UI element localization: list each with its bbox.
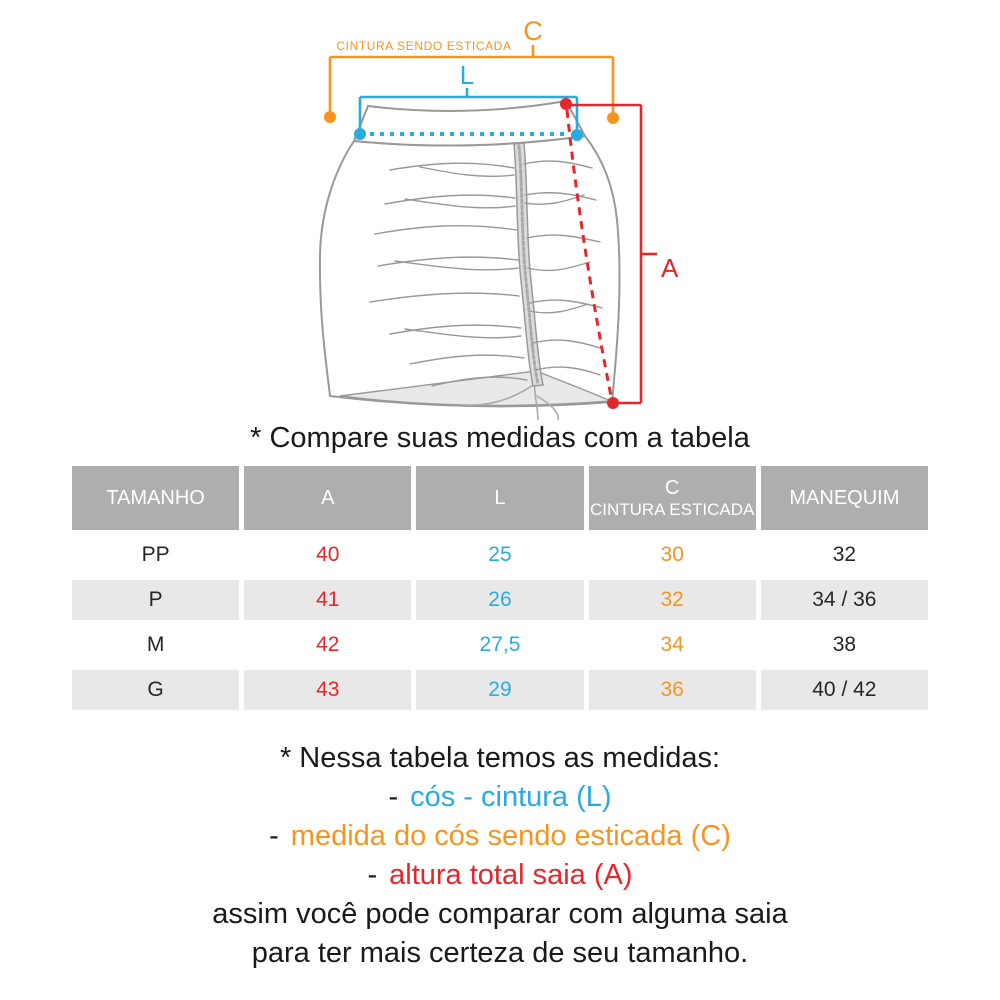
notes-outro-line2: para ter mais certeza de seu tamanho. [251,937,749,969]
skirt-measurement-diagram: C CINTURA SENDO ESTICADA L [0,0,1000,420]
cintura-esticada-label: CINTURA SENDO ESTICADA [336,39,511,53]
cell-a: 43 [244,670,412,710]
note-c-text: medida do cós sendo esticada (C) [290,820,731,852]
cell-manequim: 32 [760,535,928,575]
gather-lines-left [369,162,528,387]
skirt-hem-shade [339,370,612,407]
measure-c-bracket [324,45,619,124]
note-dash: - [367,859,378,891]
col-header-l: L [416,466,584,530]
note-l-text: cós - cintura (L) [410,781,612,813]
cell-size: PP [72,535,240,575]
cell-manequim: 34 / 36 [760,580,928,620]
notes-outro-line1: assim você pode comparar com alguma saia [212,898,788,930]
cell-l: 29 [416,670,584,710]
cell-l: 27,5 [416,625,584,665]
measure-a-bracket [560,98,657,409]
cell-c: 32 [588,580,756,620]
cell-c: 34 [588,625,756,665]
note-measure-c: -medida do cós sendo esticada (C) [0,817,1000,856]
cell-size: P [72,580,240,620]
cell-l: 26 [416,580,584,620]
table-row-g: G 43 29 36 40 / 42 [72,670,928,710]
cell-manequim: 38 [760,625,928,665]
a-endpoint-dot-bottom [607,397,619,409]
l-endpoint-dot-left [354,128,366,140]
gather-lines-right [523,160,603,376]
cell-c: 30 [588,535,756,575]
cell-size: G [72,670,240,710]
c-endpoint-dot-left [324,111,336,123]
col-header-c-subtitle: CINTURA ESTICADA [589,499,755,519]
cell-a: 42 [244,625,412,665]
a-dashed-line [565,109,613,397]
skirt-diagram-svg: C CINTURA SENDO ESTICADA L [318,16,679,420]
skirt-waistband [352,99,587,147]
cell-size: M [72,625,240,665]
skirt-body-outline [318,134,621,408]
skirt-drawing [318,99,621,420]
note-measure-a: -altura total saia (A) [0,856,1000,895]
l-endpoint-dot-right [571,129,583,141]
a-measure-label: A [661,253,679,283]
size-table: TAMANHO A L C CINTURA ESTICADA MANEQUIM … [67,461,933,715]
col-header-tamanho: TAMANHO [72,466,240,530]
col-header-c: C CINTURA ESTICADA [588,466,756,530]
note-measure-l: -cós - cintura (L) [0,778,1000,817]
col-header-a: A [244,466,412,530]
col-header-manequim: MANEQUIM [760,466,928,530]
notes-intro: * Nessa tabela temos as medidas: [279,742,721,774]
cell-manequim: 40 / 42 [760,670,928,710]
col-header-c-letter: C [664,476,680,499]
notes-block: * Nessa tabela temos as medidas: -cós - … [0,739,1000,973]
cell-a: 41 [244,580,412,620]
note-dash: - [269,820,279,852]
cell-l: 25 [416,535,584,575]
c-endpoint-dot-right [607,112,619,124]
skirt-seam-texture [517,144,540,386]
a-endpoint-dot-top [560,98,572,110]
note-a-text: altura total saia (A) [389,859,633,891]
table-row-m: M 42 27,5 34 38 [72,625,928,665]
cell-a: 40 [244,535,412,575]
size-table-header: TAMANHO A L C CINTURA ESTICADA MANEQUIM [72,466,928,530]
cell-c: 36 [588,670,756,710]
table-row-pp: PP 40 25 30 32 [72,535,928,575]
l-measure-label: L [460,60,474,90]
c-measure-label: C [523,16,543,46]
compare-title: * Compare suas medidas com a tabela [250,422,750,454]
table-row-p: P 41 26 32 34 / 36 [72,580,928,620]
measure-l-bracket [354,88,583,141]
note-dash: - [388,781,399,813]
